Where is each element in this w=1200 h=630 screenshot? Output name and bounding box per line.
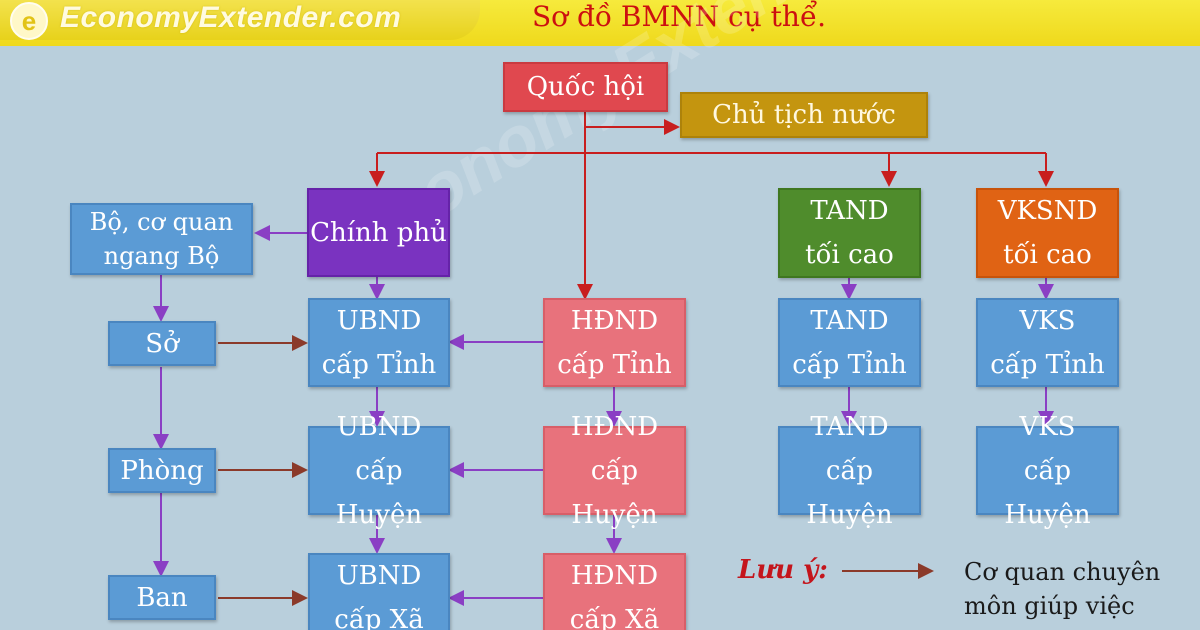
brand-name: EconomyExtender.com	[60, 1, 402, 34]
node-vksnd-toi-cao: VKSND tối cao	[976, 188, 1119, 278]
node-chu-tich-nuoc: Chủ tịch nước	[680, 92, 928, 138]
node-ubnd-xa: UBND cấp Xã	[308, 553, 450, 630]
node-hdnd-xa: HĐND cấp Xã	[543, 553, 686, 630]
legend-label: Lưu ý:	[738, 555, 828, 585]
brand-logo: e EconomyExtender.com	[0, 0, 480, 40]
node-vks-tinh: VKS cấp Tỉnh	[976, 298, 1119, 387]
node-vks-huyen: VKS cấp Huyện	[976, 412, 1119, 530]
node-so: Sở	[108, 321, 216, 366]
brand-logo-icon: e	[10, 2, 48, 40]
legend-text: Cơ quan chuyên môn giúp việc	[964, 558, 1161, 620]
node-hdnd-huyen: HĐND cấp Huyện	[543, 412, 686, 530]
node-quoc-hoi: Quốc hội	[503, 62, 668, 112]
node-ubnd-tinh: UBND cấp Tỉnh	[308, 298, 450, 387]
page-title: Sơ đồ BMNN cụ thể.	[532, 0, 827, 33]
node-tand-toi-cao: TAND tối cao	[778, 188, 921, 278]
node-tand-tinh: TAND cấp Tỉnh	[778, 298, 921, 387]
node-chinh-phu: Chính phủ	[307, 188, 450, 277]
node-ubnd-huyen: UBND cấp Huyện	[308, 412, 450, 530]
node-hdnd-tinh: HĐND cấp Tỉnh	[543, 298, 686, 387]
node-bo: Bộ, cơ quan ngang Bộ	[70, 203, 253, 275]
node-ban: Ban	[108, 575, 216, 620]
node-phong: Phòng	[108, 448, 216, 493]
node-tand-huyen: TAND cấp Huyện	[778, 412, 921, 530]
